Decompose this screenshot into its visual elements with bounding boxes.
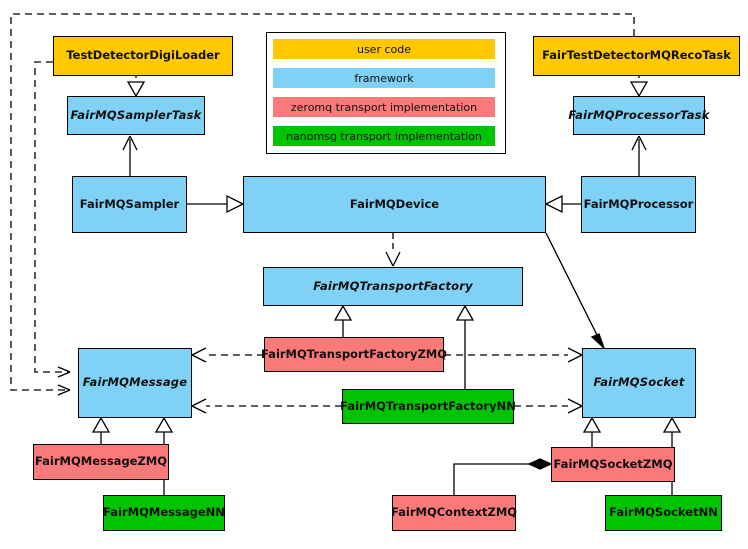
edge-factorynn-to-factory	[455, 304, 475, 389]
edge-processortask-to-recotask	[629, 76, 649, 98]
edge-messagezmq-to-message	[91, 416, 111, 444]
node-fairmqdevice[interactable]: FairMQDevice	[243, 176, 546, 233]
edge-device-to-socket	[545, 232, 605, 349]
edge-factoryzmq-to-message	[191, 347, 264, 363]
node-fairmqsampler[interactable]: FairMQSampler	[72, 176, 187, 233]
edge-digiloader-to-message	[34, 61, 71, 378]
node-fairmqmessage[interactable]: FairMQMessage	[78, 348, 192, 418]
edge-factoryzmq-to-factory	[333, 304, 353, 337]
edge-contextzmq-to-socketzmq	[453, 458, 553, 495]
edge-sampler-to-device	[187, 194, 245, 214]
edge-device-to-transportfactory	[385, 233, 401, 267]
node-fairmqsamplertask[interactable]: FairMQSamplerTask	[67, 96, 205, 135]
edge-samplertask-to-digiloader	[126, 76, 146, 98]
node-fairmqtransportfactorynn[interactable]: FairMQTransportFactoryNN	[340, 389, 516, 424]
node-fairmqsocketnn[interactable]: FairMQSocketNN	[605, 495, 722, 531]
edge-factorynn-to-message	[191, 398, 342, 414]
color-legend: user code framework zeromq transport imp…	[266, 32, 506, 154]
edge-processor-to-device	[544, 194, 581, 214]
legend-item-user-code: user code	[273, 39, 495, 59]
node-fairmqmessagenn[interactable]: FairMQMessageNN	[103, 495, 225, 531]
edge-factorynn-to-socket	[514, 398, 583, 414]
node-fairtestdetectormqrecotask[interactable]: FairTestDetectorMQRecoTask	[533, 36, 740, 76]
node-fairmqtransportfactory[interactable]: FairMQTransportFactory	[263, 267, 523, 306]
edge-processor-to-processortask	[631, 135, 647, 176]
edge-factoryzmq-to-socket	[444, 347, 583, 363]
node-fairmqsocketzmq[interactable]: FairMQSocketZMQ	[551, 447, 675, 482]
node-testdetectordigiloader[interactable]: TestDetectorDigiLoader	[53, 36, 233, 76]
legend-item-nanomsg: nanomsg transport implementation	[273, 126, 495, 146]
node-fairmqsocket[interactable]: FairMQSocket	[582, 348, 696, 418]
edge-sampler-to-samplertask	[122, 135, 138, 176]
node-fairmqtransportfactoryzmq[interactable]: FairMQTransportFactoryZMQ	[261, 337, 447, 372]
legend-item-zeromq: zeromq transport implementation	[273, 97, 495, 117]
edge-socketzmq-to-socket	[582, 416, 602, 447]
legend-item-framework: framework	[273, 68, 495, 88]
node-fairmqmessagezmq[interactable]: FairMQMessageZMQ	[33, 444, 169, 480]
node-fairmqprocessor[interactable]: FairMQProcessor	[581, 176, 696, 233]
node-fairmqprocessortask[interactable]: FairMQProcessorTask	[568, 96, 709, 135]
node-fairmqcontextzmq[interactable]: FairMQContextZMQ	[391, 495, 517, 531]
